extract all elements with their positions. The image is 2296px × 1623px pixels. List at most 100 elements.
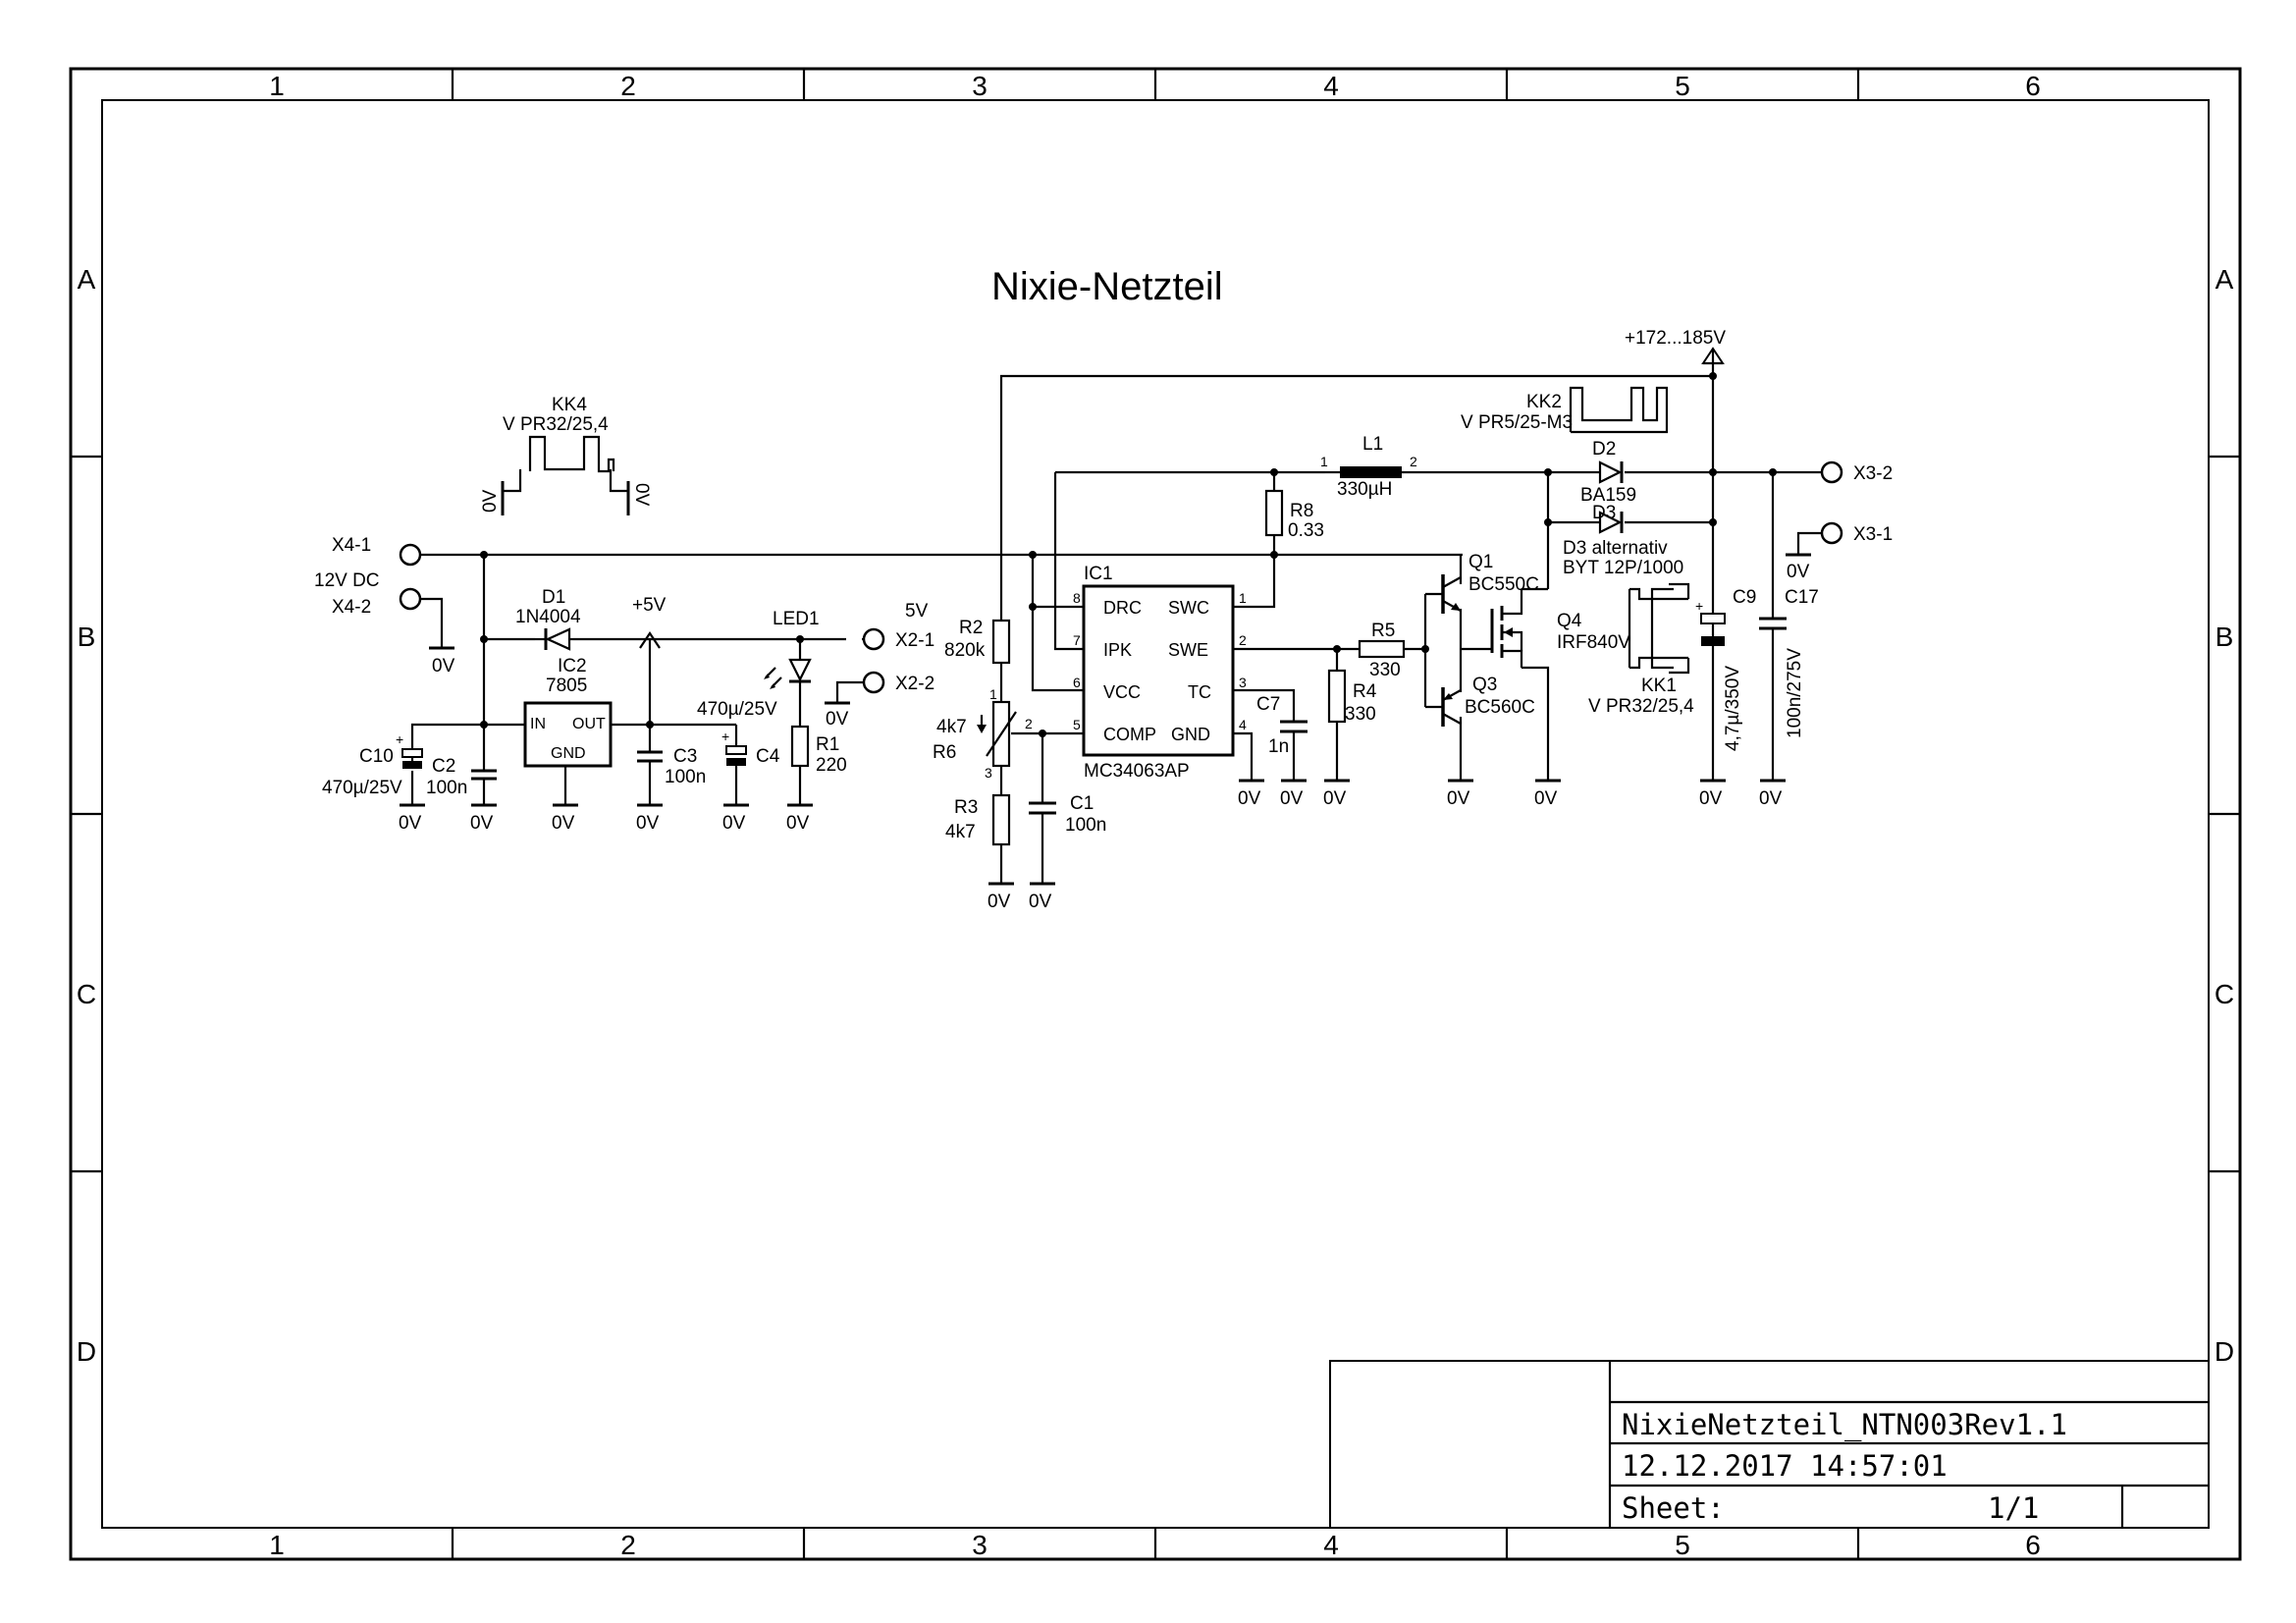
d3-note1: D3 alternativ [1563, 538, 1668, 559]
gnd-c10: 0V [399, 813, 422, 834]
gnd-r4: 0V [1323, 788, 1347, 809]
d1-value: 1N4004 [515, 607, 581, 627]
q3-label: Q3 [1472, 675, 1497, 695]
capacitor-c2: C2 100n [426, 756, 497, 798]
d1-label: D1 [542, 587, 565, 608]
r5-value: 330 [1369, 660, 1401, 680]
x4-note-label: 12V DC [314, 570, 380, 591]
ic1-vcc: VCC [1103, 682, 1141, 702]
col-1-top: 1 [269, 71, 285, 101]
gnd-x2: 0V [826, 709, 849, 730]
ic1-gnd: GND [1171, 725, 1210, 744]
x4-2-label: X4-2 [332, 597, 371, 618]
x3-1-label: X3-1 [1853, 524, 1893, 545]
d2-label: D2 [1592, 439, 1616, 460]
resistor-r8: R8 0.33 [1264, 489, 1324, 541]
x4-1-terminal[interactable] [399, 543, 422, 567]
col-2-bottom: 2 [620, 1530, 636, 1560]
x2-2-terminal[interactable] [862, 671, 885, 694]
x2-2-label: X2-2 [895, 674, 934, 694]
x2-1-label: X2-1 [895, 630, 934, 651]
svg-text:1: 1 [989, 686, 997, 702]
c9-value: 4,7µ/350V [1723, 666, 1743, 751]
ic2-gnd: GND [551, 745, 586, 762]
col-5-bottom: 5 [1675, 1530, 1690, 1560]
diode-d1: D1 1N4004 [515, 587, 581, 651]
plus5v-label: +5V [632, 595, 667, 616]
diode-d2: D2 BA159 [1580, 439, 1636, 506]
x3-2-terminal[interactable] [1820, 460, 1843, 484]
kk2-value: V PR5/25-M3 [1461, 412, 1573, 433]
resistor-r5: R5 330 [1358, 621, 1406, 680]
svg-text:8: 8 [1073, 590, 1081, 606]
diode-d3: D3 D3 alternativ BYT 12P/1000 [1563, 503, 1683, 578]
kk4-value: V PR32/25,4 [503, 414, 609, 435]
x4-2-terminal[interactable] [399, 587, 422, 611]
r1-label: R1 [816, 734, 839, 755]
drawing-frame: 1 2 3 4 5 6 1 2 3 4 5 6 A B C D A B C D [69, 67, 2242, 1561]
capacitor-c9: + C9 4,7µ/350V [1695, 587, 1756, 751]
col-5-top: 5 [1675, 71, 1690, 101]
col-6-top: 6 [2025, 71, 2041, 101]
ic2-in: IN [530, 716, 546, 732]
x3-1-terminal[interactable] [1820, 521, 1843, 545]
capacitor-c1: C1 100n [1029, 793, 1106, 836]
wires [410, 349, 1821, 884]
row-b-right: B [2216, 622, 2234, 652]
led1-label: LED1 [773, 609, 820, 629]
svg-text:4: 4 [1239, 717, 1247, 732]
sheet-label: Sheet: [1622, 1491, 1725, 1525]
ic2-label: IC2 [558, 656, 587, 676]
c2-label: C2 [432, 756, 455, 777]
gnd-c2: 0V [470, 813, 494, 834]
led-led1: LED1 [764, 609, 820, 689]
svg-text:3: 3 [1239, 675, 1247, 690]
gnd-ic2: 0V [552, 813, 575, 834]
gnd-c17: 0V [1759, 788, 1783, 809]
gnd-q4: 0V [1534, 788, 1558, 809]
regulator-ic2: IN OUT GND IC2 7805 [523, 656, 613, 768]
col-2-top: 2 [620, 71, 636, 101]
r5-label: R5 [1371, 621, 1395, 641]
gnd-q3: 0V [1447, 788, 1470, 809]
transistor-q3: Q3 BC560C [1425, 675, 1535, 727]
svg-text:6: 6 [1073, 675, 1081, 690]
c4-value: 470µ/25V [697, 699, 777, 720]
row-a-right: A [2216, 264, 2234, 295]
c7-value: 1n [1268, 736, 1289, 757]
q1-value: BC550C [1468, 574, 1539, 595]
mosfet-q4: Q4 IRF840V [1490, 589, 1630, 668]
ic1-mc34063: 87 65 12 34 DRC IPK VCC COMP SWC SWE TC … [1073, 564, 1247, 782]
resistor-r2: R2 820k [944, 618, 1011, 665]
svg-text:+: + [721, 729, 729, 744]
ic1-swc: SWC [1168, 598, 1209, 618]
c3-label: C3 [673, 746, 697, 767]
gnd-c9: 0V [1699, 788, 1723, 809]
r6-label: R6 [933, 742, 956, 763]
gnd-c3: 0V [636, 813, 660, 834]
r8-label: R8 [1290, 501, 1313, 521]
gnd-c7: 0V [1280, 788, 1304, 809]
gnd-x3: 0V [1787, 562, 1810, 582]
drawing-name: NixieNetzteil_NTN003Rev1.1 [1622, 1408, 2067, 1442]
c9-label: C9 [1733, 587, 1756, 608]
x2-1-terminal[interactable] [862, 627, 885, 651]
capacitor-c17: C17 100n/275V [1759, 587, 1819, 738]
l1-label: L1 [1362, 434, 1383, 455]
r3-value: 4k7 [945, 822, 976, 842]
heatsink-kk4: 0V 0V KK4 V PR32/25,4 [480, 395, 652, 515]
r2-label: R2 [959, 618, 983, 638]
d3-note2: BYT 12P/1000 [1563, 558, 1683, 578]
r3-label: R3 [954, 797, 978, 818]
heatsink-kk2: KK2 V PR5/25-M3 [1461, 386, 1669, 434]
potentiometer-r6: 1 2 3 4k7 R6 [933, 686, 1033, 781]
q4-label: Q4 [1557, 611, 1582, 631]
r6-value: 4k7 [936, 717, 967, 737]
resistor-r1: R1 220 [790, 725, 847, 776]
sheet-value: 1/1 [1988, 1491, 2039, 1525]
connectors [399, 460, 1843, 694]
hv-label: +172...185V [1625, 328, 1726, 349]
q1-label: Q1 [1468, 552, 1493, 572]
gnd-r3: 0V [988, 892, 1011, 912]
